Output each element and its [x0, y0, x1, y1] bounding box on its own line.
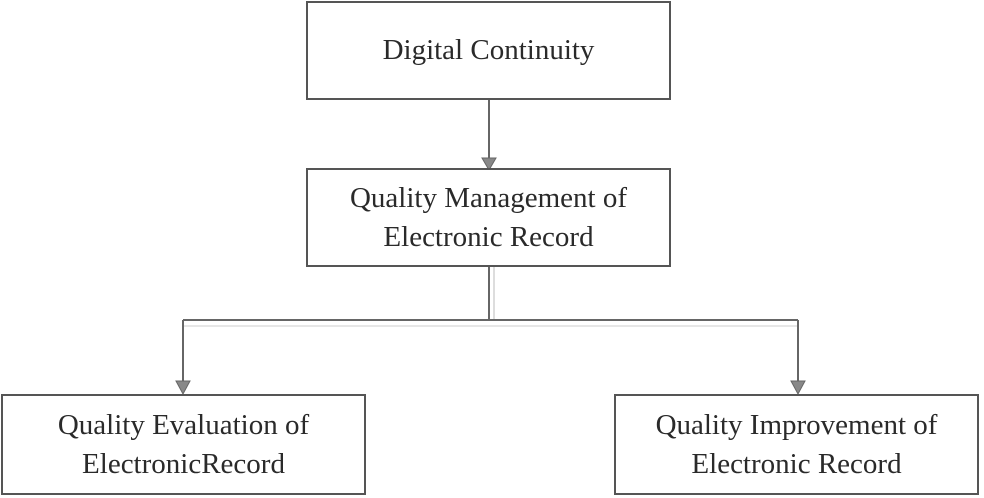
- arrowhead-to-middle: [481, 157, 497, 171]
- node-left-line-2: ElectronicRecord: [82, 447, 285, 480]
- node-right-line-2: Electronic Record: [691, 447, 902, 480]
- node-middle-line-2: Electronic Record: [383, 220, 594, 253]
- node-quality-management: Quality Management of Electronic Record: [306, 168, 671, 267]
- node-left-line-1: Quality Evaluation of: [57, 408, 310, 441]
- node-quality-improvement: Quality Improvement of Electronic Record: [614, 394, 979, 495]
- arrowhead-to-right: [790, 380, 806, 396]
- node-digital-continuity: Digital Continuity: [306, 1, 671, 100]
- node-right-line-1: Quality Improvement of: [655, 408, 938, 441]
- node-root-line-1: Digital Continuity: [382, 34, 595, 66]
- node-middle-line-1: Quality Management of: [349, 181, 628, 214]
- node-quality-evaluation: Quality Evaluation of ElectronicRecord: [1, 394, 366, 495]
- arrowhead-to-left: [175, 380, 191, 396]
